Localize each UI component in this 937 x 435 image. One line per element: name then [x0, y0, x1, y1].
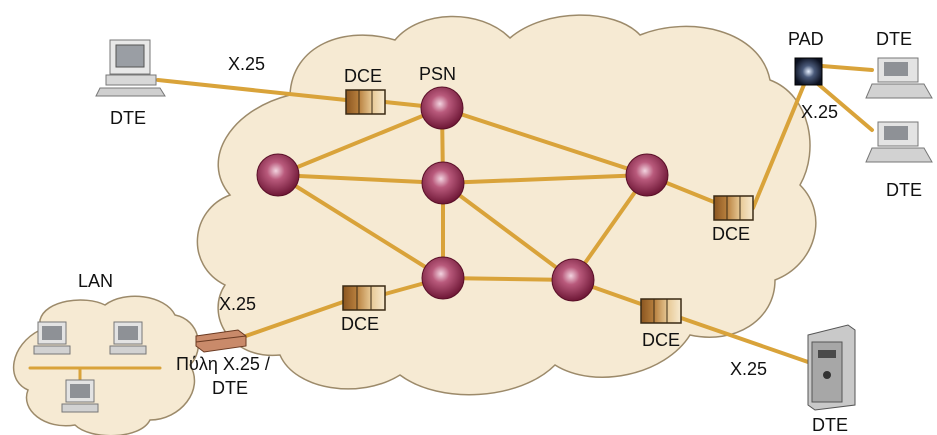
label-gateway-line1: Πύλη X.25 /	[176, 354, 270, 374]
psn-node	[421, 161, 465, 205]
label-dte-bottom-right: DTE	[812, 415, 848, 435]
label-x25-bottom-right: X.25	[730, 359, 767, 379]
dte-terminal-top-right	[865, 57, 933, 99]
label-dce-left: DCE	[341, 314, 379, 334]
dce-left	[342, 285, 386, 311]
dce-top	[345, 89, 386, 115]
lan-pc-right	[109, 321, 147, 355]
label-psn: PSN	[419, 64, 456, 84]
psn-node	[551, 258, 595, 302]
dte-computer-top-left	[95, 39, 166, 97]
label-dce-right: DCE	[712, 224, 750, 244]
dce-right	[713, 195, 754, 221]
label-dce-top: DCE	[344, 66, 382, 86]
lan-pc-left	[33, 321, 71, 355]
label-x25-top-left: X.25	[228, 54, 265, 74]
lan-cloud	[12, 295, 200, 435]
label-x25-gateway: X.25	[219, 294, 256, 314]
label-lan: LAN	[78, 271, 113, 291]
x25-dte-gateway	[195, 329, 247, 353]
psn-node	[420, 86, 464, 130]
label-dte-top-left: DTE	[110, 108, 146, 128]
label-dce-bottom: DCE	[642, 330, 680, 350]
label-pad: PAD	[788, 29, 824, 49]
dte-terminal-mid-right	[865, 121, 933, 163]
label-gateway-line2: DTE	[212, 378, 248, 398]
psn-node	[256, 153, 300, 197]
psn-node	[625, 153, 669, 197]
dce-bottom	[640, 298, 682, 324]
label-x25-pad: X.25	[801, 102, 838, 122]
psn-node	[421, 256, 465, 300]
pad-device	[794, 57, 823, 86]
psn-nodes	[256, 86, 669, 302]
label-dte-mid-right: DTE	[886, 180, 922, 200]
label-dte-top-right: DTE	[876, 29, 912, 49]
lan-pc-bottom	[61, 379, 99, 413]
dte-server-bottom-right	[807, 324, 856, 411]
